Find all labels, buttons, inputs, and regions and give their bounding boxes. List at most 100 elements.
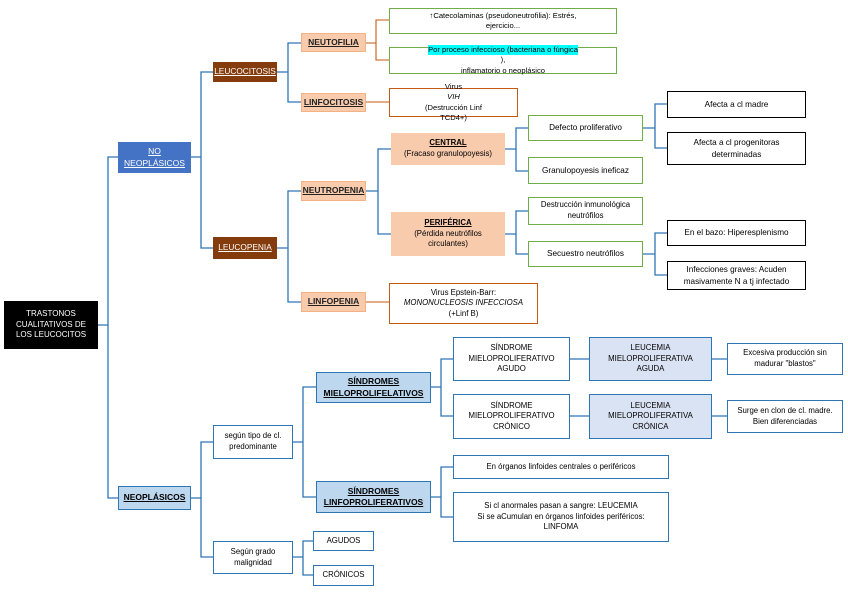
- tipo-line: según tipo de cl.: [224, 431, 282, 441]
- tipo-celula-node: según tipo de cl.predominante: [213, 425, 293, 459]
- leucemia-linfoma-line: LINFOMA: [543, 522, 579, 532]
- mielo-line: SÍNDROMES: [347, 376, 400, 387]
- cronicos-node: CRÓNICOS: [313, 565, 374, 586]
- smp-cronico-line: MIELOPROLIFERATIVO: [468, 411, 555, 421]
- central-title: CENTRAL: [429, 138, 467, 148]
- linfocitosis-label: LINFOCITOSIS: [303, 96, 364, 107]
- vih-text: (Destrucción Linf: [425, 102, 482, 112]
- tipo-line: predominante: [229, 442, 277, 451]
- lmp-cronica-line: LEUCEMIA: [630, 400, 671, 410]
- neoplasicos-node: NEOPLÁSICOS: [118, 486, 191, 510]
- central-sub: (Fracaso granulopoyesis): [404, 149, 492, 158]
- organos-label: En órganos linfoides centrales o perifér…: [486, 461, 636, 471]
- bazo-label: En el bazo: Hiperesplenismo: [684, 228, 789, 238]
- blastos-line: Excesiva producción sin: [743, 348, 827, 358]
- linfo-line: SÍNDROMES: [347, 485, 400, 496]
- no-neoplasicos-line: NO: [148, 146, 161, 157]
- organos-linfoides-node: En órganos linfoides centrales o perifér…: [453, 455, 669, 479]
- progen-line: Afecta a cl progenitoras: [693, 138, 780, 148]
- smp-agudo-line: AGUDO: [497, 364, 526, 374]
- neutropenia-label: NEUTROPENIA: [302, 185, 365, 196]
- root-line: TRASTONOS: [26, 309, 76, 319]
- central-node: CENTRAL(Fracaso granulopoyesis): [391, 133, 505, 165]
- leucocitosis-label: LEUCOCITOSIS: [214, 66, 276, 77]
- cl-madre-node: Afecta a cl madre: [667, 91, 806, 118]
- lmp-cronica-line: CRÓNICA: [632, 421, 669, 431]
- periferica-title: PERIFÉRICA: [424, 218, 472, 228]
- periferica-line: circulantes): [428, 239, 468, 249]
- secuestro-label: Secuestro neutrófilos: [547, 249, 624, 259]
- lmp-aguda-line: LEUCEMIA: [630, 343, 671, 353]
- malignidad-line: malignidad: [234, 557, 272, 567]
- smp-agudo-line: SÍNDROME: [490, 343, 533, 353]
- lmp-aguda-line: AGUDA: [636, 364, 665, 374]
- agudos-node: AGUDOS: [313, 531, 374, 551]
- smp-cronico-line: CRÓNICO: [493, 421, 530, 431]
- leucopenia-label: LEUCOPENIA: [218, 242, 272, 253]
- ebv-line: (+Linf B): [448, 308, 479, 318]
- destruccion-line: Destrucción inmunológica: [540, 200, 631, 210]
- catecolaminas-node: ↑Catecolaminas (pseudoneutrofilia): Estr…: [389, 8, 617, 34]
- ineficaz-label: Granulopoyesis ineficaz: [542, 165, 629, 175]
- clon-line: Bien diferenciadas: [752, 416, 818, 426]
- periferica-line: (Pérdida neutrófilos: [414, 228, 482, 238]
- leucopenia-node: LEUCOPENIA: [213, 237, 277, 259]
- root-line: CUALITATIVOS DE: [16, 319, 86, 329]
- linfocitosis-node: LINFOCITOSIS: [301, 93, 366, 112]
- infecciones-line: Infecciones graves: Acuden: [686, 265, 787, 275]
- leucemia-linfoma-node: Si cl anormales pasan a sangre: LEUCEMIA…: [453, 492, 669, 542]
- secuestro-node: Secuestro neutrófilos: [528, 241, 643, 267]
- no-neoplasicos-line: NEOPLÁSICOS: [124, 157, 185, 168]
- vih-text: Virus: [444, 82, 463, 91]
- leucemia-linfoma-line: Si se aCumulan en órganos linfoides peri…: [477, 511, 645, 521]
- madre-label: Afecta a cl madre: [704, 99, 769, 109]
- leucocitosis-node: LEUCOCITOSIS: [213, 62, 277, 82]
- catecolaminas-line: ejercicio...: [485, 21, 521, 30]
- root-line: LOS LEUCOCITOS: [15, 330, 87, 340]
- linfopenia-label: LINFOPENIA: [307, 296, 360, 307]
- neutrofilia-label: NEUTOFILIA: [308, 36, 359, 47]
- vih-text: VIH: [447, 92, 460, 102]
- lmp-aguda-line: MIELOPROLIFERATIVA: [608, 353, 693, 363]
- hiperesplenismo-node: En el bazo: Hiperesplenismo: [667, 220, 806, 246]
- defecto-proliferativo-node: Defecto proliferativo: [528, 115, 643, 141]
- epstein-barr-node: Virus Epstein-Barr:MONONUCLEOSIS INFECCI…: [389, 283, 538, 324]
- lmp-cronica-line: MIELOPROLIFERATIVA: [608, 411, 693, 421]
- granulopoyesis-ineficaz-node: Granulopoyesis ineficaz: [528, 157, 643, 184]
- blastos-line: madurar "blastos": [754, 359, 816, 368]
- neutropenia-node: NEUTROPENIA: [301, 181, 366, 201]
- defecto-label: Defecto proliferativo: [549, 123, 622, 133]
- neutrofilia-node: NEUTOFILIA: [301, 33, 366, 52]
- proceso-line: inflamatorio o neoplásico: [460, 65, 545, 75]
- highlighted-text: Por proceso infeccioso (bacteriana o fún…: [428, 45, 578, 56]
- infecciones-line: masivamente N a tj infectado: [683, 276, 790, 286]
- ebv-line: MONONUCLEOSIS INFECCIOSA: [403, 298, 524, 308]
- smp-cronico-line: SÍNDROME: [490, 400, 533, 410]
- destruccion-line: neutrófilos: [567, 211, 604, 220]
- clon-line: Surge en clon de cl. madre.: [737, 405, 833, 415]
- mielo-line: MIELOPROLIFELATIVOS: [323, 387, 424, 398]
- agudos-label: AGUDOS: [326, 535, 361, 545]
- cronicos-label: CRÓNICOS: [322, 570, 365, 580]
- linfo-line: LINFOPROLIFERATIVOS: [323, 497, 424, 507]
- proceso-infeccioso-node: Por proceso infeccioso (bacteriana o fún…: [389, 45, 617, 75]
- catecolaminas-line: ↑Catecolaminas (pseudoneutrofilia): Estr…: [429, 10, 577, 20]
- neoplasicos-label: NEOPLÁSICOS: [123, 492, 186, 503]
- proceso-rest: ),: [500, 55, 506, 65]
- smp-agudo-line: MIELOPROLIFERATIVO: [468, 353, 555, 363]
